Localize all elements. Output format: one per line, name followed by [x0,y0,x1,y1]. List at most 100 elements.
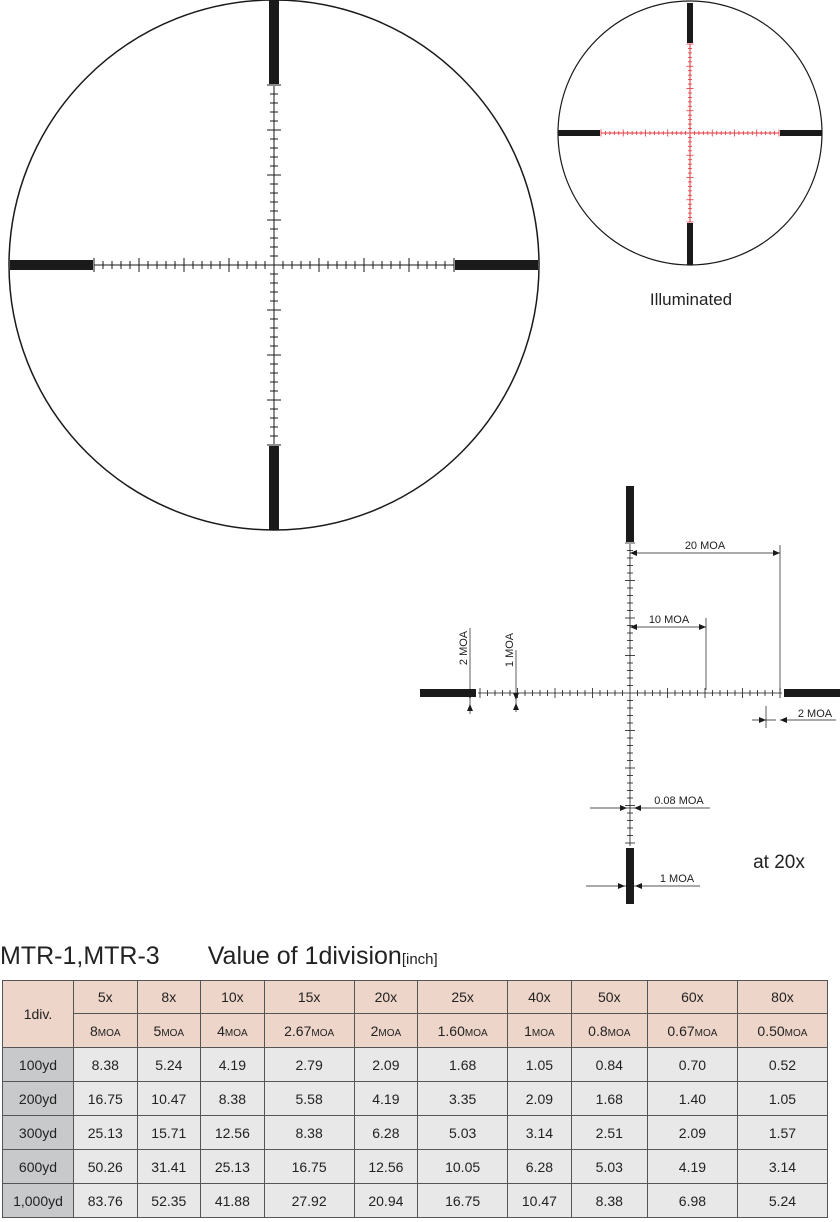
table-cell: 83.76 [73,1183,138,1218]
table-cell: 5.03 [570,1149,648,1184]
table-cell: 31.41 [136,1149,202,1184]
magnification-header: 25x [417,980,509,1014]
table-cell: 2.09 [646,1115,738,1150]
moa-value: 0.50 [757,1022,785,1039]
table-cell: 15.71 [136,1115,202,1150]
moa-value: 1 [524,1022,532,1039]
distance-label: 200yd [2,1081,74,1116]
table-cell: 10.05 [417,1149,509,1184]
moa-header: 2MOA [353,1013,419,1048]
table-cell: 5.03 [417,1115,509,1150]
moa-header: 8MOA [73,1013,138,1048]
table-cell: 5.24 [136,1047,202,1082]
moa-unit: MOA [531,1027,555,1039]
table-cell: 5.24 [736,1183,829,1218]
table-cell: 8.38 [570,1183,648,1218]
moa-header: 0.8MOA [570,1013,648,1048]
dim-1moa-left-label: 1 MOA [504,632,516,667]
table-cell: 16.75 [73,1081,138,1116]
magnification-header: 20x [353,980,419,1014]
moa-value: 8 [89,1022,98,1039]
moa-value: 0.8 [588,1022,608,1039]
moa-header: 2.67MOA [263,1013,355,1048]
moa-unit: MOA [378,1027,402,1039]
magnification-header: 50x [570,980,648,1014]
moa-unit: MOA [224,1027,248,1039]
table-cell: 1.68 [417,1047,509,1082]
distance-label: 600yd [2,1149,74,1184]
table-cell: 1.40 [646,1081,738,1116]
table-cell: 25.13 [200,1149,265,1184]
moa-unit: MOA [97,1027,121,1039]
table-cell: 4.19 [646,1149,738,1184]
table-cell: 0.52 [736,1047,829,1082]
table-cell: 52.35 [136,1183,202,1218]
distance-label: 300yd [2,1115,74,1150]
moa-header: 1MOA [507,1013,572,1048]
magnification-header: 5x [73,980,138,1014]
table-cell: 20.94 [353,1183,419,1218]
table-cell: 2.51 [570,1115,648,1150]
distance-label: 100yd [2,1047,74,1082]
dim-1moa-bottom-label: 1 MOA [660,873,695,885]
moa-value: 2.67 [284,1022,312,1039]
dim-2moa-left-label: 2 MOA [458,630,470,665]
table-cell: 2.09 [353,1047,419,1082]
moa-value: 5 [153,1022,162,1039]
moa-header: 4MOA [200,1013,265,1048]
moa-header: 5MOA [136,1013,202,1048]
table-cell: 0.84 [570,1047,648,1082]
table-cell: 8.38 [200,1081,265,1116]
magnification-header: 60x [646,980,738,1014]
moa-unit: MOA [694,1027,718,1039]
table-cell: 27.92 [263,1183,355,1218]
illuminated-reticle [557,0,823,266]
magnification-header: 15x [263,980,355,1014]
moa-unit: MOA [464,1027,488,1039]
magnification-header: 8x [136,980,202,1014]
dim-10moa-label: 10 MOA [649,614,690,626]
table-cell: 6.28 [507,1149,572,1184]
table-cell: 6.98 [646,1183,738,1218]
dim-008moa-label: 0.08 MOA [654,795,704,807]
table-cell: 3.14 [736,1149,829,1184]
dim-20moa-label: 20 MOA [685,540,726,552]
corner-cell: 1div. [2,980,74,1048]
moa-value: 0.67 [667,1022,695,1039]
table-cell: 4.19 [353,1081,419,1116]
caption-unit: [inch] [401,951,438,968]
table-cell: 3.35 [417,1081,509,1116]
table-cell: 16.75 [263,1149,355,1184]
moa-unit: MOA [607,1027,631,1039]
table-cell: 1.05 [736,1081,829,1116]
magnification-header: 10x [200,980,265,1014]
moa-value: 1.60 [437,1022,465,1039]
moa-value: 2 [370,1022,379,1039]
moa-value: 4 [217,1022,225,1039]
table-cell: 6.28 [353,1115,419,1150]
table-cell: 0.70 [646,1047,738,1082]
moa-header: 0.50MOA [736,1013,829,1048]
distance-label: 1,000yd [2,1183,74,1218]
moa-unit: MOA [784,1027,808,1039]
dim-2moa-right-label: 2 MOA [798,708,833,720]
moa-unit: MOA [311,1027,335,1039]
detail-reticle [420,486,840,904]
table-cell: 4.19 [200,1047,265,1082]
illuminated-label: Illuminated [650,290,732,309]
table-cell: 1.05 [507,1047,572,1082]
moa-header: 0.67MOA [646,1013,738,1048]
table-cell: 10.47 [136,1081,202,1116]
main-reticle [8,0,540,531]
table-cell: 8.38 [73,1047,138,1082]
model-name: MTR-1,MTR-3 [0,942,160,970]
moa-header: 1.60MOA [417,1013,509,1048]
table-cell: 10.47 [507,1183,572,1218]
table-cell: 12.56 [353,1149,419,1184]
